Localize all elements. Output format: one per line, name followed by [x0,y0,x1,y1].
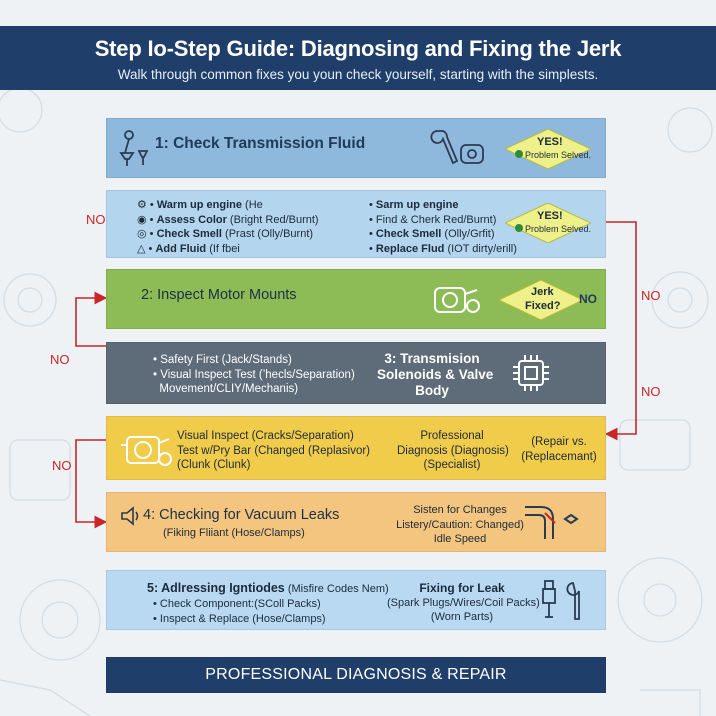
step3-details-col2: Professional Diagnosis (Diagnosis) (Spec… [397,430,509,471]
step1-left-list: ⚙ • Warm up engine (He ◉ • Assess Color … [137,198,319,256]
step1-left-item: △ • Add Fluid (If fbei [137,242,240,255]
jerk-fixed-line2: Fixed? [525,300,561,312]
step5-item: • Check Component:(SColl Packs) [153,598,321,610]
wrench-funnel-icon [119,130,149,166]
step4-panel: 4: Checking for Vacuum Leaks (Fiking Fli… [106,492,606,552]
step5-title: 5: Adlressing Igntiodes (Misfire Codes N… [147,581,389,595]
step1-left-item: ◉ • Assess Color (Bright Red/Burnt) [137,213,319,226]
step3-title: 3: Transmision Solenoids & Valve Body [377,351,494,398]
step3-panel: • Safety First (Jack/Stands) • Visual In… [106,342,606,404]
step2-title: 2: Inspect Motor Mounts [141,287,297,303]
jerk-fixed-badge: Jerk Fixed? [497,279,585,321]
step1-title: 1: Check Transmission Fluid [155,135,366,152]
step3-left-item: • Safety First (Jack/Stands) [153,354,292,366]
step3-details-col1: Visual Inspect (Cracks/Separation) Test … [177,430,371,471]
step5-panel: 5: Adlressing Igntiodes (Misfire Codes N… [106,570,606,630]
yes-badge-step1-details: YES! Problem Selved. [503,202,593,244]
step3-left-list: • Safety First (Jack/Stands) • Visual In… [153,353,355,397]
step2-no-label: NO [579,292,597,306]
footer-banner: PROFESSIONAL DIAGNOSIS & REPAIR [106,657,606,693]
page-title: Step Io-Step Guide: Diagnosing and Fixin… [94,36,622,61]
yes-badge-step1-solved: Problem Selved. [525,150,592,160]
jerk-fixed-line1: Jerk [531,286,554,298]
step3-left-item: • Visual Inspect Test (’hecls/Separation… [153,368,355,381]
step4-right-list: Sisten for Changes Listery/Caution: Chan… [396,504,524,545]
yes-badge-step1-yes: YES! [537,136,563,148]
step1-left-item: ◎ • Check Smell (Prast (Olly/Burnt) [137,228,314,240]
step4-sub: (Fiking Fliiant (Hose/Clamps) [163,527,305,539]
step1-right-list: • Sarm up engine • Find & Cherk Red/Burn… [369,198,517,256]
step1-left-item: ⚙ • Warm up engine (He [137,199,263,211]
step1-right-item: • Sarm up engine [369,199,459,211]
step3-details-col3: (Repair vs. (Replacemant) [521,436,597,463]
page-subtitle: Walk through common fixes you youn check… [117,67,599,82]
engine-icon [121,436,172,466]
no-label-left-top: NO [86,212,106,227]
step1-right-item: • Replace Flud (ΙOT dirty/erill) [369,242,517,255]
step2-panel: 2: Inspect Motor Mounts Jerk Fixed? NO [106,269,606,329]
step1-right-item: • Find & Cherk Red/Burnt) [369,213,497,226]
chip-icon [513,355,549,391]
step5-right-list: Fixing for Leak (Spark Plugs/Wires/Coil … [387,581,540,623]
header-banner: Step Io-Step Guide: Diagnosing and Fixin… [0,26,716,90]
no-label-left-bottom: NO [52,458,72,473]
vacuum-hose-icon [525,506,579,539]
yes-badge-details-solved: Problem Selved. [525,224,592,234]
yes-badge-details-yes: YES! [537,210,563,222]
step1-details-panel: ⚙ • Warm up engine (He ◉ • Assess Color … [106,190,606,258]
yes-badge-step1: YES! Problem Selved. [503,128,593,170]
spark-plug-wrench-icon [542,580,580,620]
no-label-right-bottom: NO [641,384,661,399]
step5-items: • Check Component:(SColl Packs) • Inspec… [153,597,326,626]
step4-title: 4: Checking for Vacuum Leaks [143,507,340,523]
no-label-right-top: NO [641,288,661,303]
speaker-icon [121,506,139,526]
step1-panel: 1: Check Transmission Fluid YES! Problem… [106,118,606,178]
step3-details-panel: Visual Inspect (Cracks/Separation) Test … [106,416,606,480]
step3-left-item: Movement/CLIY/Mechanis) [159,383,299,395]
no-label-left-mid: NO [50,352,70,367]
wrench-fluid-icon [430,130,484,165]
motor-mount-icon [434,287,480,313]
step1-right-item: • Check Smell (Olly/Grfit) [369,228,495,240]
step5-item: • Inspect & Replace (Hose/Clamps) [153,612,326,625]
